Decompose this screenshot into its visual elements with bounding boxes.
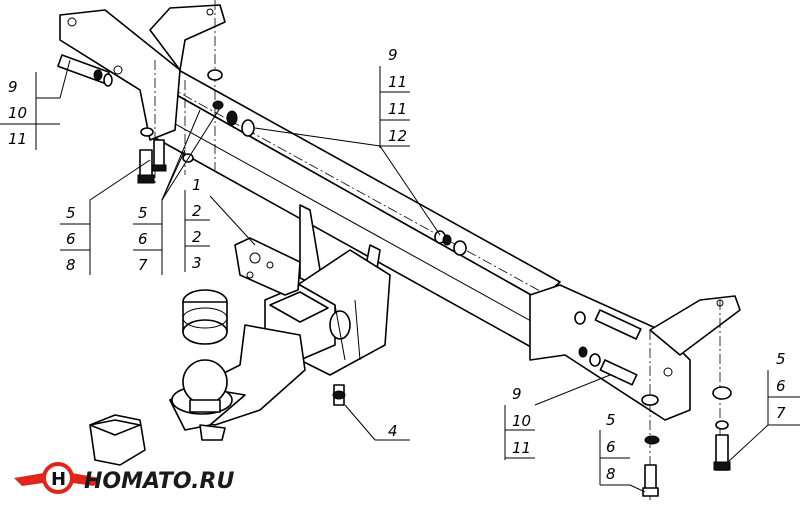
logo-wing-right-icon <box>66 472 100 486</box>
callout-center-top: 1 2 2 3 <box>192 176 202 272</box>
callout-number: 11 <box>8 130 27 148</box>
callout-number: 9 <box>512 385 522 403</box>
logo-letter: H <box>51 469 66 490</box>
logo-text: HOMATO.RU <box>84 469 234 494</box>
callout-number: 2 <box>192 228 202 246</box>
callout-number: 9 <box>8 78 18 96</box>
callout-number: 3 <box>192 254 202 272</box>
callout-number: 11 <box>388 100 407 118</box>
logo: H HOMATO.RU <box>14 462 234 494</box>
side-plate <box>234 237 301 296</box>
callout-number: 2 <box>192 202 202 220</box>
callout-number: 1 <box>192 176 202 194</box>
callout-number: 5 <box>138 204 148 222</box>
receiver-plug <box>89 414 146 466</box>
right-mounting-bracket <box>529 284 741 500</box>
callout-number: 10 <box>512 412 531 430</box>
callout-number: 7 <box>776 404 786 422</box>
callout-number: 4 <box>388 422 398 440</box>
callout-far-right: 5 6 7 <box>776 350 786 422</box>
callout-left-top: 9 10 11 <box>8 78 27 148</box>
left-fasteners <box>57 54 255 184</box>
callout-number: 8 <box>66 256 76 274</box>
callout-number: 5 <box>776 350 786 368</box>
ball-mount <box>169 289 306 441</box>
callout-right-bottom: 5 6 8 <box>606 411 616 483</box>
callout-number: 5 <box>606 411 616 429</box>
left-mounting-bracket <box>59 0 226 185</box>
callout-right-lower: 9 10 11 <box>512 385 531 457</box>
callout-number: 6 <box>776 377 786 395</box>
callout-number: 11 <box>388 73 407 91</box>
callout-top-right: 9 11 11 12 <box>388 46 407 145</box>
logo-emblem-icon <box>42 462 74 494</box>
callout-number: 6 <box>606 438 616 456</box>
callout-number: 8 <box>606 465 616 483</box>
callout-number: 5 <box>66 204 76 222</box>
leader-lines <box>0 59 800 493</box>
callout-number: 7 <box>138 256 148 274</box>
callout-left-mid-b: 5 6 7 <box>138 204 148 274</box>
callout-number: 9 <box>388 46 398 64</box>
right-fasteners <box>434 230 732 497</box>
callout-number: 12 <box>388 127 407 145</box>
logo-wing-left-icon <box>14 472 50 486</box>
callout-left-mid-a: 5 6 8 <box>66 204 76 274</box>
callout-ball-bolt: 4 <box>388 422 398 440</box>
callout-number: 6 <box>138 230 148 248</box>
bolt-4 <box>332 384 346 406</box>
callout-number: 6 <box>66 230 76 248</box>
callout-number: 10 <box>8 104 27 122</box>
callout-number: 11 <box>512 439 531 457</box>
